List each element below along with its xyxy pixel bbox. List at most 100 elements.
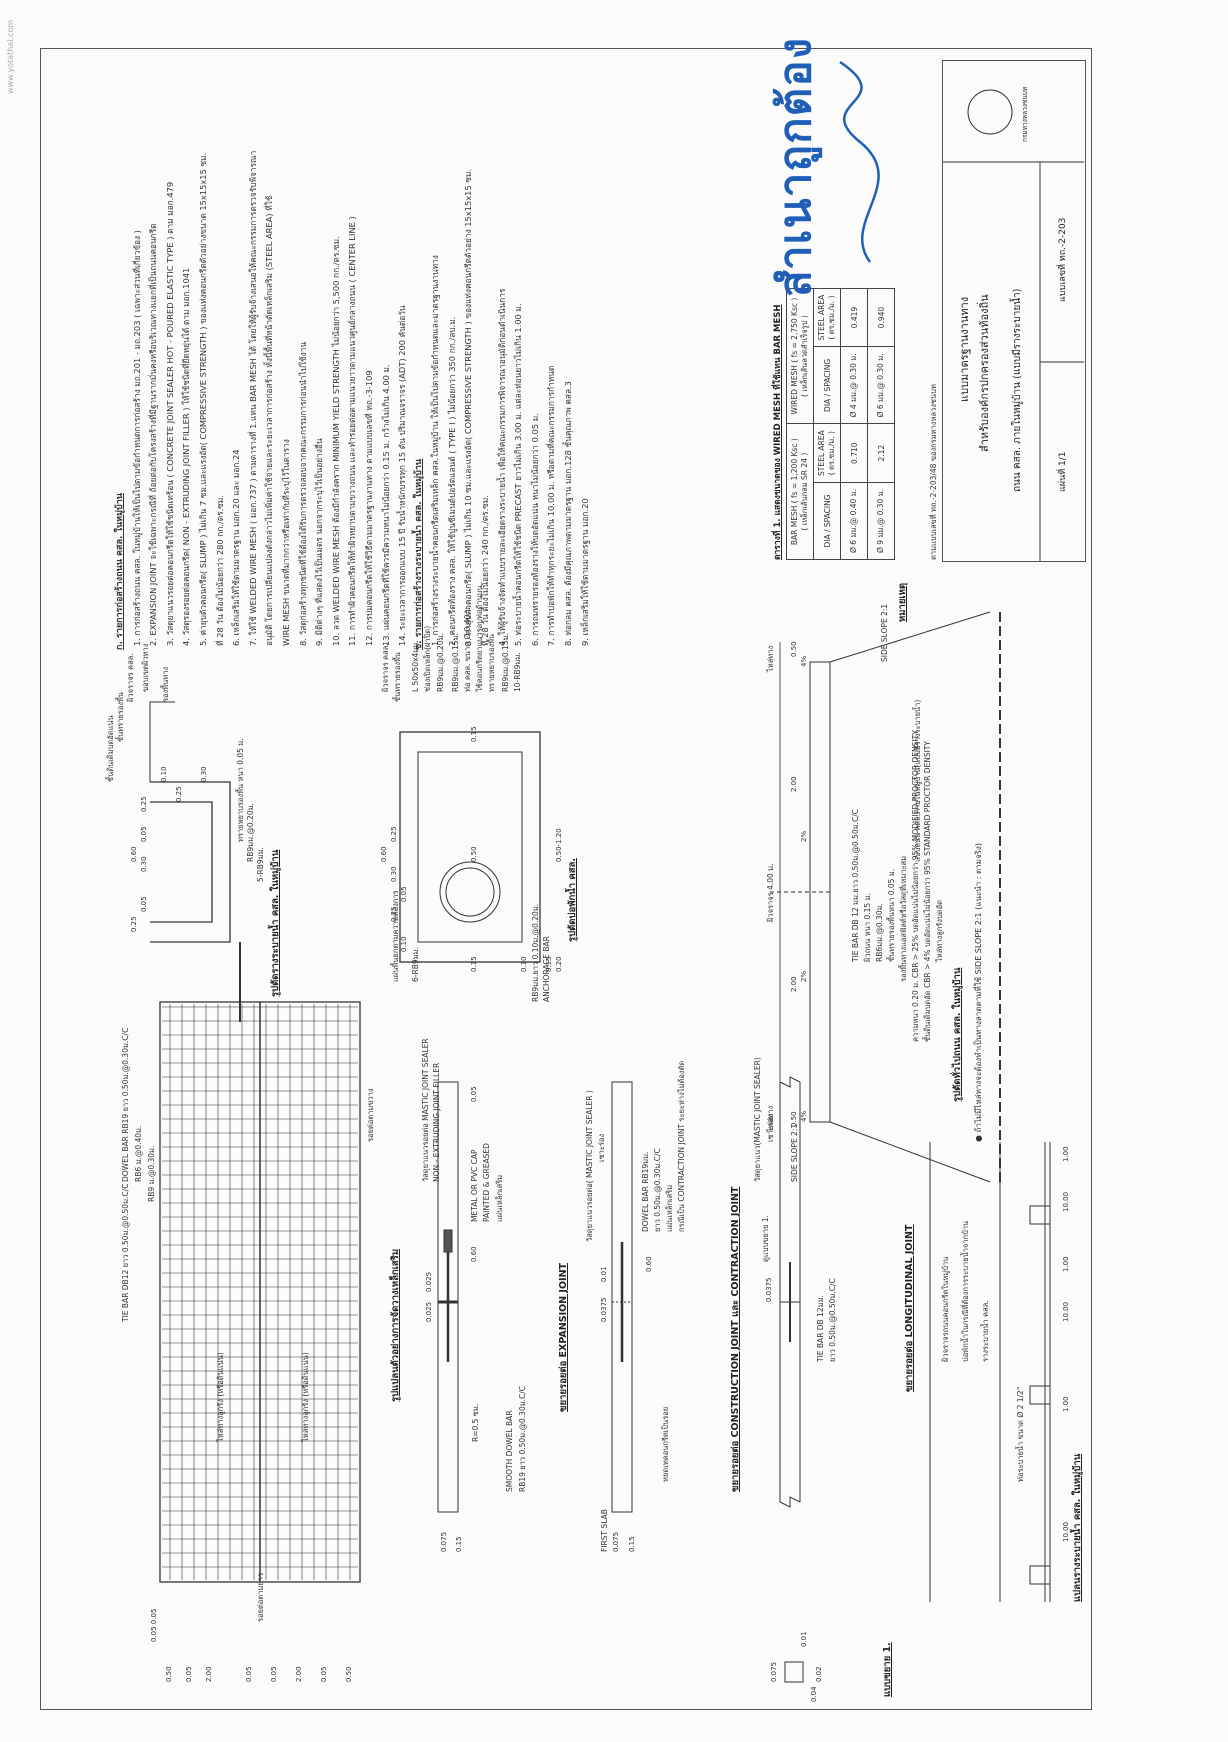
contraction-joint-dimension: 0.60: [645, 1256, 653, 1272]
manhole-section-label: ทรายหยาบรองพื้น: [487, 633, 496, 692]
road-cross-section: [770, 611, 1001, 1183]
note-item: 14. ระยะเวลาการออกแบบ 15 ปี รับน้ำหนักบร…: [397, 305, 408, 646]
manhole-section-dimension: 0.25: [390, 826, 398, 842]
note-item: 1. การก่อสร้างถนน คสล. ในหมู่บ้านให้เป็น…: [131, 230, 142, 646]
cell: Ø 6 มม.@ 0.40 ม.: [840, 482, 868, 560]
wired-mesh-sub: ( เหล็กเส้นลวดสำเร็จรูป ): [799, 315, 809, 397]
manhole-section-label: RB9มม.@0.15ม.: [501, 633, 510, 692]
longitudinal-joint-label: TIE BAR DB 12มม.: [816, 1295, 825, 1362]
manhole-box: [399, 731, 541, 963]
expansion-joint-label: SMOOTH DOWEL BAR: [505, 1410, 514, 1492]
expansion-joint-label: วัสดุยาแนวรอยต่อ MASTIC JOINT SEALER: [421, 1038, 430, 1182]
manhole: [1029, 1565, 1051, 1585]
village-plan-label: บ่อพักน้ำในกรณีที่ต้องการระบายน้ำจากบ้าน: [961, 1220, 970, 1362]
manhole-section-dimension: 0.20: [555, 956, 563, 972]
drain-section-dimension: 0.25: [175, 786, 183, 802]
cross-section-note: ● ถ้าไม่มีไหล่ทางจะต้องทำเป็นทางลาดตามที…: [974, 843, 983, 1142]
sheet-number: แผ่นที่ 1/1: [1058, 451, 1068, 492]
longitudinal-joint-dimension: 0.075: [770, 1661, 778, 1682]
expansion-joint-dimension: 0.60: [470, 1246, 478, 1262]
note-item: 8. ท่อกลม คสล. ต้องมีคุณภาพตามมาตรฐาน มอ…: [563, 381, 574, 646]
col-dia: DIA / SPACING: [813, 346, 841, 424]
table-caption: ตารางที่ 1. แสดงขนาดของ WIRED MESH ที่ใช…: [773, 304, 783, 560]
drain-section-label: รองพื้นทาง: [161, 666, 170, 702]
note-item: 6. เหล็กเสริมให้ใช้ตามมาตรฐาน มอก.20 และ…: [231, 449, 242, 646]
expansion-joint-drawing: [437, 1081, 459, 1513]
mesh-plan-grid: [159, 1001, 361, 1583]
cross-section-dimension: 0.50: [790, 641, 798, 657]
longitudinal-joint-label: ดูแบบขยาย 1.: [761, 1215, 770, 1262]
pipe-inner: [445, 867, 495, 917]
contraction-joint-label: แผ่นเหล็กเสริม: [665, 1184, 674, 1232]
manhole-section-dimension: 0.50: [470, 846, 478, 862]
note-item: 4. วัสดุรองรอยต่อคอนกรีต( NON - EXTRUDIN…: [181, 267, 192, 646]
manhole-section-label: RB9มม.@0.20ม.: [436, 633, 445, 692]
contraction-joint-label: DOWEL BAR RB19มม.: [641, 1151, 650, 1232]
drain-section-dimension: 0.05: [140, 826, 148, 842]
col-area-unit: ( ตร.ซม./ม. ): [826, 431, 836, 476]
note-item: 7. ให้ใช้ WELDED WIRE MESH ( มอก.737 ) ต…: [247, 150, 258, 646]
drain-section-dimension: 0.30: [200, 766, 208, 782]
note-item: 4. ให้ผู้รับจ้างจัดทำแบบรายละเอียดรางระบ…: [496, 288, 507, 646]
note-item: ที่ 28 วัน ต้องไม่น้อยกว่า 240 กก./ตร.ซม…: [480, 494, 491, 646]
manhole-section-label: 10-RB9มม.: [513, 652, 522, 692]
signature: [839, 60, 880, 263]
mesh-plan-label: รอยต่อตามขวาง: [366, 1088, 375, 1142]
expansion-joint-dimension: 0.025: [425, 1271, 433, 1292]
mesh-plan-label: ไหล่ทางลูกรัง (หรือดินแน่น): [216, 1352, 225, 1442]
note-item: 13. แผ่นคอนกรีตที่ใช้ควรมีความหนาไม่น้อย…: [380, 364, 391, 646]
note-item: 3. วัสดุยาแนวรอยต่อคอนกรีตให้ใช้ชนิดเทร้…: [164, 181, 175, 646]
note-item: 3. ค่ายุบตัวคอนกรีต( SLUMP ) ไม่เกิน 10 …: [463, 168, 474, 646]
drain-section-dimension: 0.05: [140, 896, 148, 912]
village-plan-dimension: 1.00: [1062, 1146, 1070, 1162]
mesh-plan-dimension: 0.05: [270, 1666, 278, 1682]
expansion-joint-dimension: 0.05: [470, 1086, 478, 1102]
cross-section-label: ชั้นดินเดิมบดอัด CBR > 4% บดอัดแน่นไม่น้…: [923, 740, 932, 1042]
manhole-section-label: ผิวจราจร คสล.: [381, 643, 390, 692]
contraction-joint-dimension: 0.01: [600, 1266, 608, 1282]
cell: Ø 6 มม.@ 0.30 ม.: [867, 346, 895, 424]
title-line-2: สำหรับองค์กรปกครองส่วนท้องถิ่น: [978, 294, 991, 452]
cross-section-dimension: 4%: [800, 655, 808, 667]
note-item: 12. การบ่มคอนกรีตให้ใช้วิธีตามมาตรฐานงาน…: [363, 370, 374, 646]
cell: 2.12: [867, 423, 895, 483]
drawing-number: แบบเลขที่ ทถ.-2-203: [1058, 217, 1068, 302]
village-plan-dimension: 10.00: [1062, 1521, 1070, 1542]
note-item: 6. การถมทรายรองท้องรางให้บดอัดแน่น หนาไม…: [529, 413, 540, 646]
detail-1-title: แบบขยาย 1.: [882, 1642, 893, 1697]
manhole-section-dimension: 0.50-1.20: [555, 828, 563, 862]
contraction-joint-label: กรณีเป็น CONTRACTION JOINT ระยะห่างไม่ต้…: [677, 1060, 686, 1232]
expansion-joint-label: METAL OR PVC CAP: [470, 1149, 479, 1222]
note-item: 1. การก่อสร้างรางระบายน้ำคอนกรีตเสริมเหล…: [430, 255, 441, 646]
bar-mesh-sub: ( เหล็กเส้นกลม SR 24 ): [799, 452, 809, 531]
pvc-cap: [443, 1229, 453, 1253]
agency-name: กรมทางหลวงชนบท: [1021, 86, 1029, 142]
manhole-section-dimension: 0.15: [470, 956, 478, 972]
cell: Ø 4 มม.@ 0.30 ม.: [840, 346, 868, 424]
wired-mesh-header: WIRED MESH ( fs = 2,750 Ksc ): [789, 297, 799, 415]
manhole-section-label: ใช้คอนกรีตยาแนวรอบท่อด้านบน: [475, 585, 484, 692]
title-block-dividers: [942, 161, 1084, 562]
drain-section-dimension: 0.25: [130, 916, 138, 932]
cross-section-label: RB6มม.@0.30ม.: [875, 903, 884, 962]
manhole-section-dimension: 0.15: [470, 726, 478, 742]
manhole-section-label: 6-RB9มม.: [411, 947, 420, 982]
drain-section-dimension: 0.10: [160, 766, 168, 782]
manhole-section-label: ช่องเปิดเหล็ก(ฝาปิด): [423, 625, 432, 692]
col-area: STEEL AREA: [816, 294, 826, 341]
certified-copy-stamp: สำเนาถูกต้อง: [770, 36, 821, 297]
longitudinal-joint-label: วัสดุยาแนว(MASTIC JOINT SEALER): [753, 1057, 762, 1182]
side-slope: [829, 611, 991, 1183]
manhole-section-dimension: 0.30: [390, 866, 398, 882]
longitudinal-joint-dimension: 0.01: [800, 1631, 808, 1647]
village-plan-drawing: [929, 1142, 1051, 1602]
manhole-section-label: ท่อ คสล. ขนาด Ø 0.40 ม.: [463, 604, 472, 692]
village-plan-label: ท่อระบายน้ำ ขนาด Ø 2 1/2": [1016, 1386, 1025, 1482]
note-item: 9. มิติต่างๆ ที่แสดงไว้เป็นเมตร นอกจากระ…: [314, 438, 325, 646]
cross-section-label: ไหล่ทาง: [766, 1105, 775, 1132]
note-item: 8. วัสดุก่อสร้างทุกชนิดที่ใช้ต้องได้รับก…: [297, 341, 308, 646]
cross-section-dimension: 4%: [800, 1110, 808, 1122]
mesh-plan-label: RB6 ม.@0.40ม.: [134, 1125, 143, 1182]
note-item: 2. EXPANSION JOINT จะใช้เฉพาะกรณีที่ ถ้อ…: [148, 223, 159, 646]
longitudinal-joint-dimension: 0.04: [810, 1686, 818, 1702]
